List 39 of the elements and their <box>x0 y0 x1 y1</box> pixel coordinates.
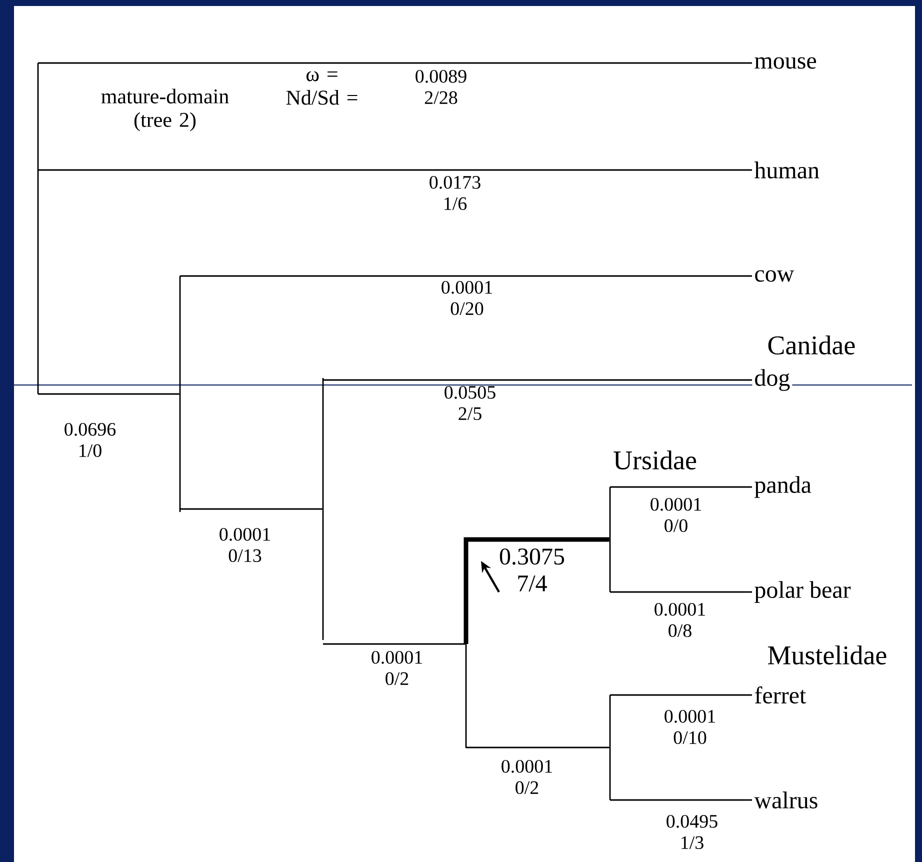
tree-branch <box>466 746 610 748</box>
tree-branch <box>610 799 752 801</box>
taxon-label: panda <box>752 474 814 500</box>
note-text: mature-domain (tree 2) <box>101 88 229 132</box>
taxon-label: human <box>752 160 822 180</box>
taxon-label: mouse <box>752 55 819 71</box>
edge-label: 0.0173 1/6 <box>430 176 480 210</box>
tree-branch <box>323 379 752 381</box>
edge-label: 0.0001 0/20 <box>442 280 492 316</box>
taxon-label: dog <box>752 367 792 393</box>
taxon-label: walrus <box>752 790 820 810</box>
tree-branch <box>38 169 752 171</box>
edge-label: 0.0001 0/8 <box>654 602 705 638</box>
note-text: ω = Nd/Sd = <box>286 71 358 105</box>
tree-branch <box>323 643 466 645</box>
edge-label: 0.0696 1/0 <box>64 422 116 458</box>
edge-label: 0.0089 2/28 <box>416 70 466 104</box>
tree-branch <box>180 508 322 510</box>
taxon-label: ferret <box>752 684 808 706</box>
tree-branch <box>464 537 610 644</box>
edge-label: 0.0495 1/3 <box>666 814 718 850</box>
clade-label: Mustelidae <box>768 646 886 664</box>
tree-branch <box>610 694 752 696</box>
edge-label: 0.0505 2/5 <box>444 386 496 420</box>
tree-branch <box>180 275 752 277</box>
tree-branch <box>38 62 752 64</box>
tree-branch <box>38 393 180 395</box>
edge-label: 0.0001 0/13 <box>220 528 270 562</box>
tree-branch <box>610 486 752 488</box>
clade-label: Canidae <box>768 336 855 354</box>
edge-label: 0.0001 0/2 <box>372 650 422 686</box>
clade-label: Ursidae <box>614 450 696 470</box>
edge-label: 0.0001 0/10 <box>664 710 715 744</box>
taxon-label: polar bear <box>752 579 853 605</box>
tree-branch <box>610 591 752 593</box>
edge-label: 0.0001 0/2 <box>502 760 552 794</box>
edge-label: 0.3075 7/4 <box>500 548 564 592</box>
edge-label: 0.0001 0/0 <box>650 498 701 532</box>
taxon-label: cow <box>752 268 796 284</box>
